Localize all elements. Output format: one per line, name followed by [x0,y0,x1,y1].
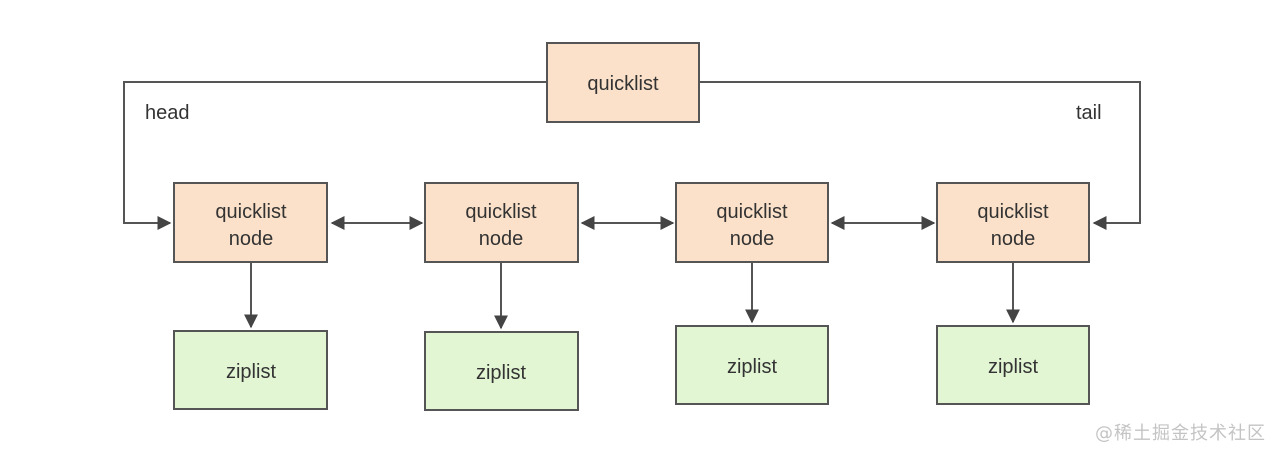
tail-label: tail [1076,102,1102,124]
head-label: head [145,102,190,124]
ziplist-4-label: ziplist [988,356,1038,378]
quicklist-node-1: quicklist node [173,182,328,263]
node-3-line1: quicklist [716,201,788,223]
head-pointer-line [123,81,547,230]
node-1-line2: node [229,228,274,250]
watermark: @稀土掘金技术社区 [1095,423,1266,444]
ziplist-2: ziplist [424,331,579,411]
tail-pointer-line [699,81,1141,230]
ziplist-2-label: ziplist [476,362,526,384]
quicklist-node-2: quicklist node [424,182,579,263]
node-2-line2: node [479,228,524,250]
quicklist-node-4: quicklist node [936,182,1090,263]
ziplist-3: ziplist [675,325,829,405]
node-4-line2: node [991,228,1036,250]
node-1-line1: quicklist [215,201,287,223]
quicklist-label: quicklist [587,73,659,95]
ziplist-3-label: ziplist [727,356,777,378]
ziplist-1-label: ziplist [226,361,276,383]
node-3-line2: node [730,228,775,250]
node-4-line1: quicklist [977,201,1049,223]
ziplist-1: ziplist [173,330,328,410]
node-2-line1: quicklist [465,201,537,223]
ziplist-4: ziplist [936,325,1090,405]
quicklist-node-3: quicklist node [675,182,829,263]
quicklist-box [546,42,700,123]
